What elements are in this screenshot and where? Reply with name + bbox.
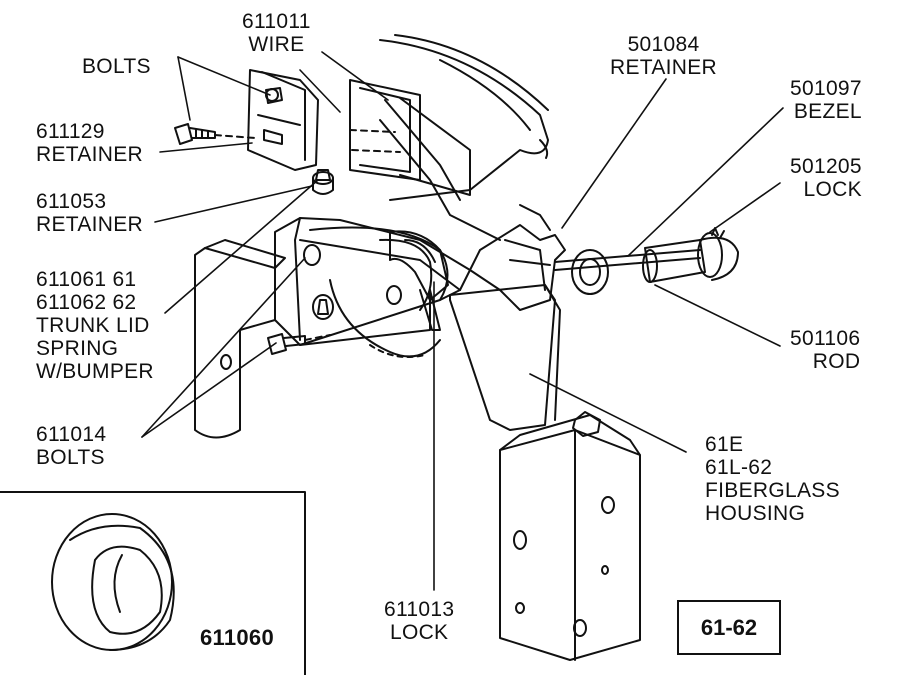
label-lock-611013: 611013 LOCK [384, 598, 455, 644]
label-retainer-501084: 501084 RETAINER [610, 33, 718, 79]
lock-assembly [469, 204, 739, 311]
label-bezel-501097: 501097 BEZEL [790, 77, 862, 123]
latch-mechanism [389, 230, 449, 331]
bolt-611014 [267, 333, 331, 355]
leader-lines [141, 51, 784, 591]
inset-frame [0, 491, 306, 675]
bumper-611060 [51, 513, 175, 651]
label-bumper-611060: 611060 [200, 625, 274, 650]
label-retainer-611129: 611129 RETAINER [36, 120, 144, 166]
trunk-lid-edge [379, 34, 549, 201]
label-wire: 611011 WIRE [242, 10, 311, 56]
wire-bracket [349, 79, 501, 241]
label-housing-61e: 61E 61L-62 FIBERGLASS HOUSING [705, 433, 840, 525]
bolt-small [174, 123, 256, 145]
label-trunk-lid-spring: 611061 61 611062 62 TRUNK LID SPRING W/B… [36, 268, 154, 383]
label-rod-501106: 501106 ROD [790, 327, 861, 373]
fiberglass-housing [449, 284, 641, 661]
mounting-frame [194, 217, 471, 439]
label-lock-501205: 501205 LOCK [790, 155, 862, 201]
figure-id-box: 61-62 [677, 600, 781, 655]
label-retainer-611053: 611053 RETAINER [36, 190, 144, 236]
label-bolts-top: BOLTS [82, 55, 151, 78]
retainer-nut [312, 169, 334, 195]
label-bolts-611014: 611014 BOLTS [36, 423, 107, 469]
retainer-plate [247, 69, 319, 171]
